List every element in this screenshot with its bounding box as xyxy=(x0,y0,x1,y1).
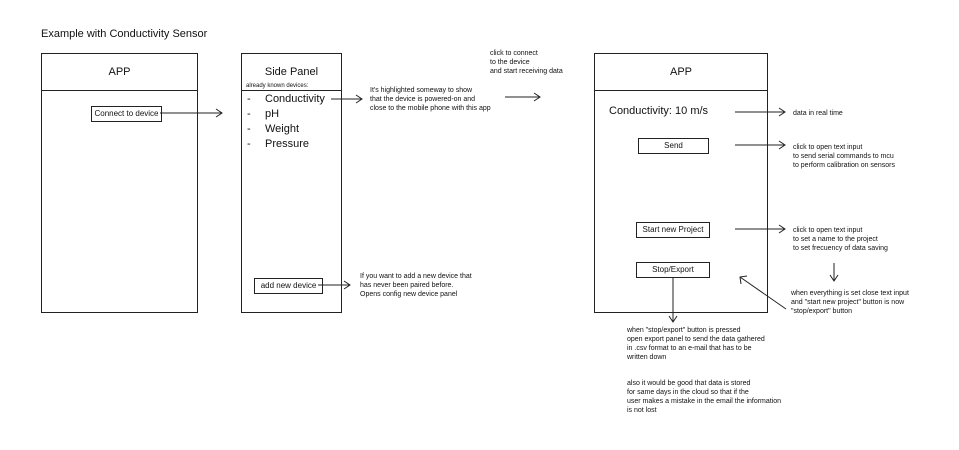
device-item-pressure[interactable]: -Pressure xyxy=(247,138,310,150)
arrow-connect-to-panel xyxy=(160,108,223,118)
arrow-add-device-to-note xyxy=(318,280,351,290)
conductivity-reading: Conductivity: 10 m/s xyxy=(609,105,709,117)
device-item-weight[interactable]: -Weight xyxy=(247,123,300,135)
note-add-device: If you want to add a new device that has… xyxy=(360,273,472,298)
note-connect: click to connect to the device and start… xyxy=(490,50,563,75)
side-panel-header: Side Panel xyxy=(242,54,341,91)
note-everything-set: when everything is set close text input … xyxy=(791,290,909,315)
note-highlight: It's highlighted someway to show that th… xyxy=(370,87,491,112)
arrow-to-stop-export xyxy=(739,275,787,310)
send-button[interactable]: Send xyxy=(638,138,709,154)
known-devices-label: already known devices: xyxy=(246,83,309,89)
note-start: click to open text input to set a name t… xyxy=(793,227,888,252)
arrow-conductivity-to-note xyxy=(331,94,363,104)
arrow-start-note-down xyxy=(829,263,839,282)
note-send: click to open text input to send serial … xyxy=(793,144,895,169)
connect-to-device-button[interactable]: Connect to device xyxy=(91,106,162,122)
app-frame-initial: APP Connect to device xyxy=(41,53,198,313)
add-new-device-button[interactable]: add new device xyxy=(254,278,323,294)
arrow-send-to-note xyxy=(735,140,786,150)
app-frame-connected: APP Conductivity: 10 m/s Send Start new … xyxy=(594,53,768,313)
side-panel-frame: Side Panel already known devices: -Condu… xyxy=(241,53,342,313)
device-item-ph[interactable]: -pH xyxy=(247,108,280,120)
note-stop-export: when "stop/export" button is pressed ope… xyxy=(627,327,765,361)
note-realtime: data in real time xyxy=(793,110,843,117)
diagram-title: Example with Conductivity Sensor xyxy=(41,28,208,40)
arrow-panel-to-app xyxy=(505,92,541,102)
device-item-conductivity[interactable]: -Conductivity xyxy=(247,93,325,105)
device-list: -Conductivity -pH -Weight -Pressure xyxy=(247,92,343,152)
app-header: APP xyxy=(42,54,197,91)
arrow-stop-export-down xyxy=(668,277,678,323)
arrow-start-to-note xyxy=(735,224,786,234)
app-header-connected: APP xyxy=(595,54,767,91)
note-cloud: also it would be good that data is store… xyxy=(627,380,782,414)
arrow-reading-to-realtime xyxy=(735,107,786,117)
start-new-project-button[interactable]: Start new Project xyxy=(636,222,710,238)
